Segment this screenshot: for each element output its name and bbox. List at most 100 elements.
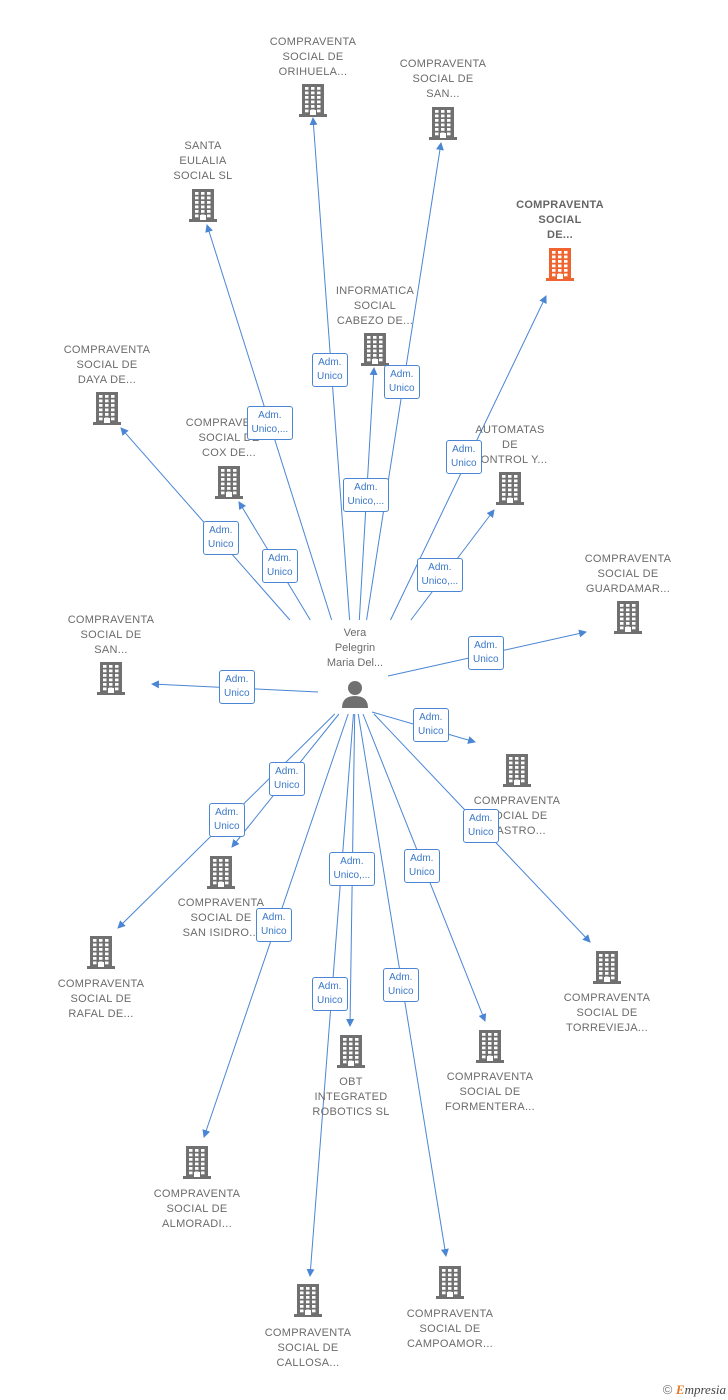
edge-label-formentera[interactable]: Adm.Unico xyxy=(404,849,440,883)
company-label-line: SOCIAL DE xyxy=(190,912,252,924)
edge-label-orihuela[interactable]: Adm.Unico xyxy=(312,353,348,387)
edge-label-castro[interactable]: Adm.Unico xyxy=(413,708,449,742)
building-icon xyxy=(294,1284,322,1317)
building-icon xyxy=(87,936,115,969)
edge-label-line: Adm. xyxy=(215,807,239,818)
center-label-line: Maria Del... xyxy=(326,657,384,669)
edge-label-line: Adm. xyxy=(410,853,434,864)
company-label-line: RAFAL DE... xyxy=(68,1008,134,1020)
company-label-line: COX DE... xyxy=(201,447,257,459)
edge-label-rafal[interactable]: Adm. Unico xyxy=(209,803,245,837)
edge-label-line: Unico xyxy=(418,726,444,737)
edge-label-callosa[interactable]: Adm.Unico xyxy=(312,977,348,1011)
edge-label-obt[interactable]: Adm.Unico,... xyxy=(328,852,376,886)
edge-label-de[interactable]: Adm.Unico xyxy=(446,440,482,474)
footer-brand: © Empresia xyxy=(663,1382,726,1398)
edge-label-line: Unico xyxy=(214,821,240,832)
edge-label-line: Unico xyxy=(473,654,499,665)
company-label-line: SOCIAL xyxy=(353,300,397,312)
company-label-line: CAMPOAMOR... xyxy=(406,1338,494,1350)
company-label-line: SOCIAL DE xyxy=(70,993,132,1005)
edge-label-line: Unico xyxy=(208,539,234,550)
edge-label-isidro[interactable]: Adm.Unico xyxy=(269,762,305,796)
company-label-line: COMPRAVENTA xyxy=(473,795,561,807)
company-label-line: COMPRAVENTA xyxy=(516,199,604,211)
edge-label-line: Unico,... xyxy=(251,424,289,435)
edge-label-san1[interactable]: Adm. Unico xyxy=(384,365,420,399)
company-label-line: ALMORADI... xyxy=(162,1218,232,1230)
center-label-line: Pelegrin xyxy=(334,642,376,654)
company-label-line: SAN ISIDRO... xyxy=(182,927,260,939)
company-label-line: TORREVIEJA... xyxy=(566,1022,648,1034)
edge-label-automatas[interactable]: Adm.Unico,... xyxy=(416,558,464,592)
edge-label-informatica[interactable]: Adm.Unico,... xyxy=(342,478,390,512)
company-label-line: COMPRAVENTA xyxy=(153,1188,241,1200)
company-label-line: INTEGRATED xyxy=(314,1091,388,1103)
building-icon xyxy=(207,856,235,889)
brand-logo[interactable]: Empresia xyxy=(675,1382,726,1397)
company-label-line: DAYA DE... xyxy=(77,374,137,386)
company-label-line: FORMENTERA... xyxy=(444,1101,536,1113)
edge-label-line: Unico xyxy=(274,780,300,791)
building-icon xyxy=(614,601,642,634)
company-label-line: CONTROL Y... xyxy=(472,454,548,466)
company-label-line: SOCIAL DE xyxy=(419,1323,481,1335)
building-icon xyxy=(93,392,121,425)
company-label-line: SOCIAL DE xyxy=(459,1086,521,1098)
company-label-line: EULALIA xyxy=(179,155,227,167)
company-label-line: COMPRAVENTA xyxy=(63,344,151,356)
edge-label-almoradi[interactable]: Adm.Unico xyxy=(256,908,292,942)
company-label-line: SOCIAL xyxy=(538,214,582,226)
edge-label-line: Unico xyxy=(451,458,477,469)
edge-label-line: Unico xyxy=(317,995,343,1006)
edge-label-line: Unico xyxy=(317,371,343,382)
company-label-line: CASTRO... xyxy=(488,825,546,837)
edge-label-line: Adm. xyxy=(428,562,452,573)
edge-label-line: Adm. xyxy=(258,410,282,421)
edge-label-torrevieja[interactable]: Adm.Unico xyxy=(463,809,499,843)
edge-label-campoamor[interactable]: Adm.Unico xyxy=(383,968,419,1002)
company-label-line: SAN... xyxy=(94,644,128,656)
edge-label-guardamar[interactable]: Adm.Unico xyxy=(468,636,504,670)
edge-label-line: Unico xyxy=(267,567,293,578)
edge-label-line: Adm. xyxy=(390,369,414,380)
edge-label-san2[interactable]: Adm.Unico xyxy=(219,670,255,704)
edge-label-daya[interactable]: Adm.Unico xyxy=(203,521,239,555)
edge-label-cox[interactable]: Adm.Unico xyxy=(262,549,298,583)
building-icon xyxy=(546,248,574,281)
company-label-line: OBT xyxy=(339,1076,363,1088)
company-label-line: CABEZO DE... xyxy=(336,315,414,327)
edge-label-santa[interactable]: Adm. Unico,... xyxy=(246,406,294,440)
company-label-line: SOCIAL DE xyxy=(277,1342,339,1354)
edge-label-line: Unico xyxy=(389,383,415,394)
